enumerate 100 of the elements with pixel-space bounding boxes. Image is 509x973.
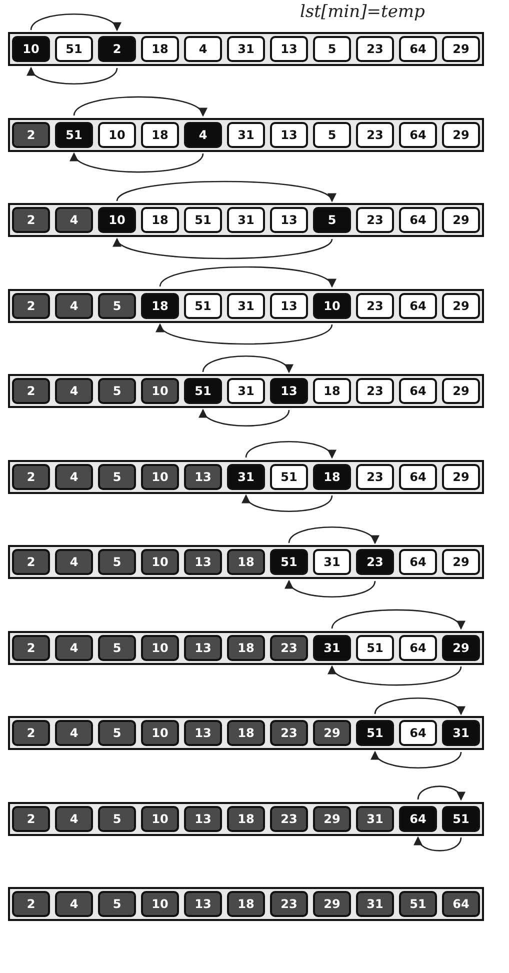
swap-arrow <box>415 836 462 852</box>
array-cell: 29 <box>442 549 480 575</box>
selected-cell: 64 <box>399 806 437 832</box>
swap-arrow <box>30 13 119 32</box>
array-cell: 51 <box>184 207 222 233</box>
sorted-cell: 10 <box>141 378 179 404</box>
array-cell: 13 <box>270 122 308 148</box>
sorted-cell: 29 <box>313 720 351 746</box>
array-cell: 31 <box>227 36 265 62</box>
array-cell: 31 <box>227 292 265 318</box>
array-cell: 51 <box>184 292 222 318</box>
selected-cell: 51 <box>184 378 222 404</box>
selected-cell: 51 <box>55 122 93 148</box>
sorted-cell: 4 <box>55 292 93 318</box>
array-cell: 64 <box>399 549 437 575</box>
swap-arrow <box>417 786 464 801</box>
array-cell: 64 <box>399 634 437 660</box>
array-cell: 5 <box>313 36 351 62</box>
array-cell: 51 <box>356 634 394 660</box>
selected-cell: 51 <box>442 806 480 832</box>
sorted-cell: 10 <box>141 549 179 575</box>
sorted-cell: 18 <box>227 634 265 660</box>
sorted-cell: 2 <box>12 634 50 660</box>
array-cell: 18 <box>313 378 351 404</box>
sorted-cell: 10 <box>141 806 179 832</box>
array-cell: 13 <box>270 207 308 233</box>
sorted-cell: 5 <box>98 378 136 404</box>
array-cell: 31 <box>227 122 265 148</box>
selected-cell: 10 <box>98 207 136 233</box>
sorted-cell: 4 <box>55 720 93 746</box>
sorted-cell: 13 <box>184 464 222 490</box>
sorted-cell: 23 <box>270 720 308 746</box>
array-cell: 29 <box>442 122 480 148</box>
array-cell: 64 <box>399 720 437 746</box>
selected-cell: 23 <box>356 549 394 575</box>
sorted-cell: 64 <box>442 891 480 917</box>
sorted-cell: 2 <box>12 891 50 917</box>
sorted-cell: 2 <box>12 464 50 490</box>
array-cell: 31 <box>227 207 265 233</box>
sorted-cell: 5 <box>98 634 136 660</box>
handwritten-note: lst[min]=temp <box>300 2 425 22</box>
sorted-cell: 18 <box>227 720 265 746</box>
sorted-cell: 2 <box>12 292 50 318</box>
swap-arrow <box>287 580 376 598</box>
selected-cell: 31 <box>313 634 351 660</box>
sorted-cell: 2 <box>12 806 50 832</box>
sorted-cell: 18 <box>227 549 265 575</box>
selected-cell: 5 <box>313 207 351 233</box>
array-cell: 64 <box>399 464 437 490</box>
array-cell: 51 <box>270 464 308 490</box>
array-cell: 31 <box>313 549 351 575</box>
sorted-cell: 18 <box>227 806 265 832</box>
sorted-cell: 4 <box>55 634 93 660</box>
swap-arrow <box>374 697 463 716</box>
selected-cell: 4 <box>184 122 222 148</box>
array-cell: 64 <box>399 207 437 233</box>
sorted-cell: 29 <box>313 891 351 917</box>
sorted-cell: 5 <box>98 806 136 832</box>
array-cell: 23 <box>356 292 394 318</box>
selected-cell: 31 <box>442 720 480 746</box>
sorted-cell: 2 <box>12 122 50 148</box>
sorted-cell: 13 <box>184 549 222 575</box>
array-cell: 51 <box>55 36 93 62</box>
sorted-cell: 10 <box>141 891 179 917</box>
sorted-cell: 10 <box>141 634 179 660</box>
sorted-cell: 5 <box>98 891 136 917</box>
sorted-cell: 13 <box>184 891 222 917</box>
swap-arrow <box>244 494 333 512</box>
selected-cell: 13 <box>270 378 308 404</box>
sorted-cell: 4 <box>55 464 93 490</box>
array-cell: 29 <box>442 292 480 318</box>
sorted-cell: 31 <box>356 806 394 832</box>
array-cell: 18 <box>141 36 179 62</box>
array-cell: 13 <box>270 36 308 62</box>
sorted-cell: 4 <box>55 207 93 233</box>
array-cell: 23 <box>356 464 394 490</box>
array-cell: 13 <box>270 292 308 318</box>
array-cell: 23 <box>356 36 394 62</box>
array-cell: 64 <box>399 122 437 148</box>
array-cell: 5 <box>313 122 351 148</box>
array-cell: 23 <box>356 378 394 404</box>
selected-cell: 51 <box>356 720 394 746</box>
sorted-cell: 4 <box>55 549 93 575</box>
swap-arrow <box>245 440 334 459</box>
selected-cell: 31 <box>227 464 265 490</box>
sorted-cell: 51 <box>399 891 437 917</box>
array-cell: 10 <box>98 122 136 148</box>
sorted-cell: 5 <box>98 549 136 575</box>
sorted-cell: 2 <box>12 720 50 746</box>
selected-cell: 51 <box>270 549 308 575</box>
array-cell: 18 <box>141 207 179 233</box>
array-cell: 29 <box>442 464 480 490</box>
array-cell: 29 <box>442 36 480 62</box>
sorted-cell: 2 <box>12 207 50 233</box>
sorted-cell: 29 <box>313 806 351 832</box>
array-cell: 29 <box>442 207 480 233</box>
sorted-cell: 13 <box>184 634 222 660</box>
array-cell: 23 <box>356 207 394 233</box>
sorted-cell: 5 <box>98 292 136 318</box>
sorted-cell: 5 <box>98 720 136 746</box>
